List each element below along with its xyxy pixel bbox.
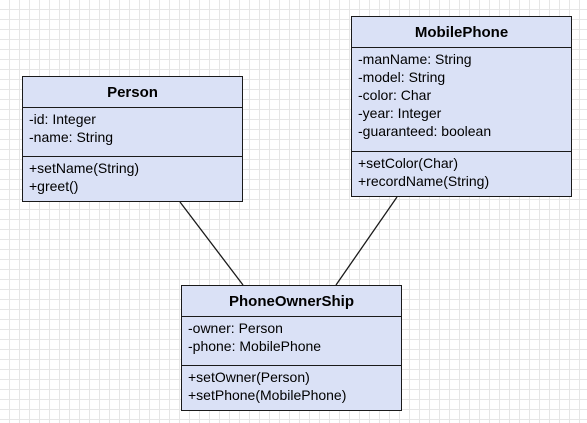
attribute: -phone: MobilePhone	[188, 338, 322, 354]
class-person[interactable]: Person -id: Integer -name: String +setNa…	[22, 76, 243, 202]
class-phoneownership-name: PhoneOwnerShip	[182, 286, 401, 317]
method: +greet()	[29, 178, 79, 194]
class-mobilephone-attributes: -manName: String -model: String -color: …	[352, 48, 571, 152]
class-person-attributes: -id: Integer -name: String	[23, 108, 242, 157]
class-phoneownership-attributes: -owner: Person -phone: MobilePhone	[182, 317, 401, 366]
association-person-phoneownership[interactable]	[179, 201, 244, 286]
attribute: -manName: String	[358, 51, 472, 67]
class-mobilephone[interactable]: MobilePhone -manName: String -model: Str…	[351, 16, 572, 197]
class-person-methods: +setName(String) +greet()	[23, 157, 242, 195]
class-mobilephone-methods: +setColor(Char) +recordName(String)	[352, 152, 571, 190]
attribute: -guaranteed: boolean	[358, 123, 492, 139]
class-mobilephone-name: MobilePhone	[352, 17, 571, 48]
attribute: -id: Integer	[29, 111, 96, 127]
class-person-name: Person	[23, 77, 242, 108]
method: +setOwner(Person)	[188, 369, 310, 385]
attribute: -color: Char	[358, 87, 432, 103]
method: +setColor(Char)	[358, 155, 458, 171]
attribute: -year: Integer	[358, 105, 442, 121]
attribute: -name: String	[29, 129, 114, 145]
method: +setPhone(MobilePhone)	[188, 387, 347, 403]
class-phoneownership-methods: +setOwner(Person) +setPhone(MobilePhone)	[182, 366, 401, 404]
association-mobilephone-phoneownership[interactable]	[335, 196, 398, 286]
attribute: -owner: Person	[188, 320, 283, 336]
attribute: -model: String	[358, 69, 446, 85]
method: +recordName(String)	[358, 173, 490, 189]
class-phoneownership[interactable]: PhoneOwnerShip -owner: Person -phone: Mo…	[181, 285, 402, 411]
method: +setName(String)	[29, 160, 140, 176]
